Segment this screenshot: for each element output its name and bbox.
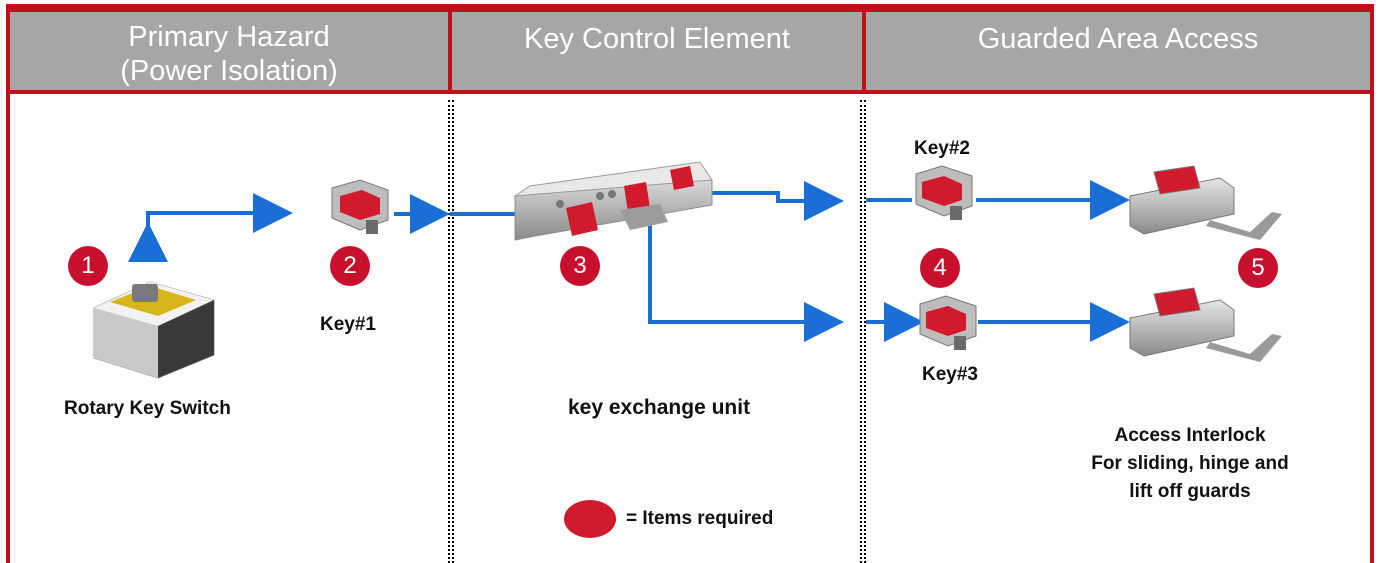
key3-label: Key#3 xyxy=(922,364,978,385)
interlock-image-bottom xyxy=(1129,287,1282,362)
interlock-image-top xyxy=(1129,165,1282,240)
header-primary-line1: Primary Hazard xyxy=(128,21,330,53)
section-separator xyxy=(860,100,866,563)
step-badge-5: 5 xyxy=(1238,248,1278,288)
access-interlock-label: Access Interlock For sliding, hinge and … xyxy=(1070,422,1310,506)
key2-label: Key#2 xyxy=(914,138,970,159)
arrow-exchange-to-section3 xyxy=(700,181,844,221)
step-badge-3: 3 xyxy=(560,246,600,286)
arrow-switch-to-key1 xyxy=(146,193,293,260)
access-line-2: For sliding, hinge and xyxy=(1091,453,1289,474)
key3-image xyxy=(919,295,977,350)
legend-text: = Items required xyxy=(626,508,774,529)
arrow-exchange-down xyxy=(648,225,844,342)
step-badge-4: 4 xyxy=(920,248,960,288)
exchange-unit-label: key exchange unit xyxy=(568,396,751,419)
flow-arrows xyxy=(128,180,1130,342)
key2-image xyxy=(915,165,973,220)
header-key-control-text: Key Control Element xyxy=(524,23,790,55)
access-line-3: lift off guards xyxy=(1129,481,1251,502)
diagram-frame xyxy=(6,4,1374,563)
header-guarded-area: Guarded Area Access xyxy=(862,8,1374,94)
step-badge-2: 2 xyxy=(330,246,370,286)
legend-red-dot xyxy=(564,500,616,538)
key1-label: Key#1 xyxy=(320,314,376,335)
header-guarded-text: Guarded Area Access xyxy=(977,23,1259,55)
key1-image xyxy=(331,179,389,234)
access-line-1: Access Interlock xyxy=(1114,425,1266,446)
rotary-switch-label: Rotary Key Switch xyxy=(64,398,231,419)
header-primary-hazard: Primary Hazard (Power Isolation) xyxy=(6,8,452,94)
header-key-control: Key Control Element xyxy=(448,8,866,94)
step-badge-1: 1 xyxy=(68,246,108,286)
section-separator xyxy=(448,100,454,563)
exchange-unit-image xyxy=(513,161,713,241)
rotary-switch-image xyxy=(93,281,215,379)
header-primary-line2: (Power Isolation) xyxy=(120,55,338,87)
